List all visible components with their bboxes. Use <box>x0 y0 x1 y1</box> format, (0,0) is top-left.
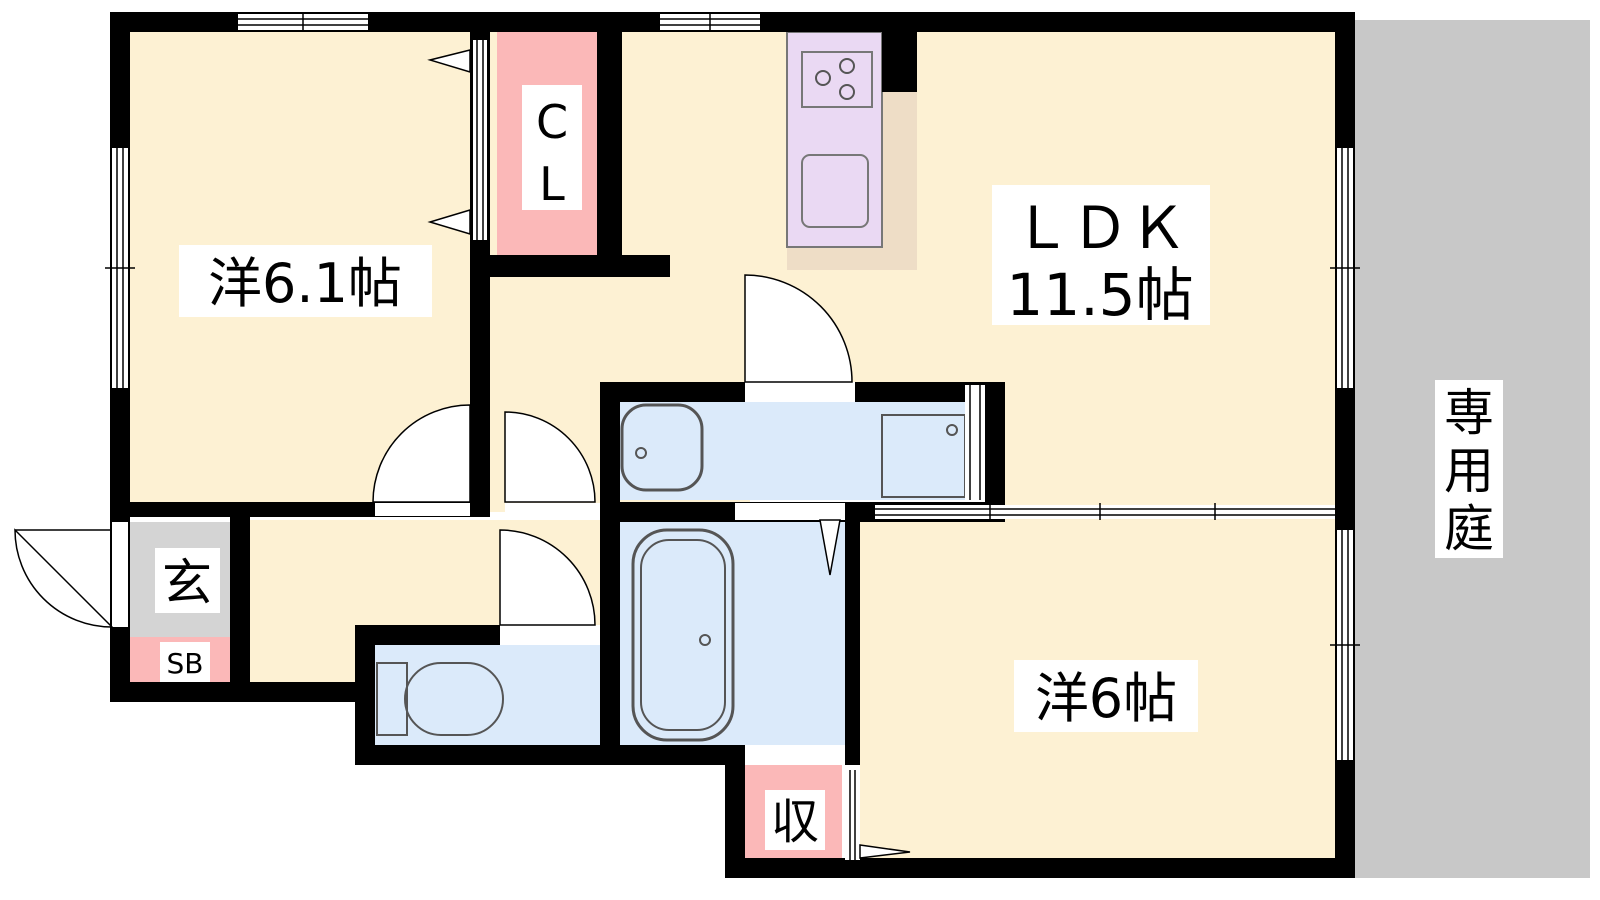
room-label-storage: 収 <box>771 794 819 850</box>
label-bg <box>765 790 825 850</box>
burner-icon <box>815 70 831 86</box>
washroom <box>620 400 965 500</box>
room-label-ldk-size: 11.5帖 <box>1006 261 1193 329</box>
room-label-western-b: 洋6帖 <box>1035 667 1177 730</box>
ldk-floor-lower <box>1005 380 1340 505</box>
garden-label-2: 用 <box>1444 442 1494 500</box>
drain-icon <box>946 424 958 436</box>
burner-icon <box>839 84 855 100</box>
bathtub-icon <box>631 528 735 742</box>
label-bg <box>992 185 1210 325</box>
closet-label-l: L <box>539 157 565 211</box>
room-label-shoe-box: SB <box>167 647 204 680</box>
wash-basin-icon <box>620 403 704 492</box>
burner-icon <box>839 58 855 74</box>
label-bg <box>155 548 220 613</box>
garden-label-1: 専 <box>1444 384 1494 442</box>
label-bg <box>160 642 210 682</box>
stove-icon <box>801 51 873 108</box>
drain-icon <box>699 634 711 646</box>
room-label-ldk: ＬＤＫ <box>1013 194 1187 262</box>
garden-label-3: 庭 <box>1444 500 1494 558</box>
door-swings <box>14 49 911 859</box>
window-lines <box>105 12 1360 860</box>
room-label-entrance: 玄 <box>162 554 212 612</box>
closet-label-c: C <box>536 95 568 149</box>
drain-icon <box>635 447 647 459</box>
label-bg <box>1435 380 1503 558</box>
label-bg <box>522 85 582 210</box>
toilet-tank-icon <box>376 662 408 736</box>
toilet-bowl-icon <box>404 662 504 736</box>
sink-icon <box>801 154 869 228</box>
label-bg <box>1014 660 1198 732</box>
label-bg <box>179 245 432 317</box>
bathtub-inner-icon <box>640 539 726 731</box>
ldk-floor <box>610 22 1340 382</box>
room-label-western-a: 洋6.1帖 <box>208 252 402 315</box>
